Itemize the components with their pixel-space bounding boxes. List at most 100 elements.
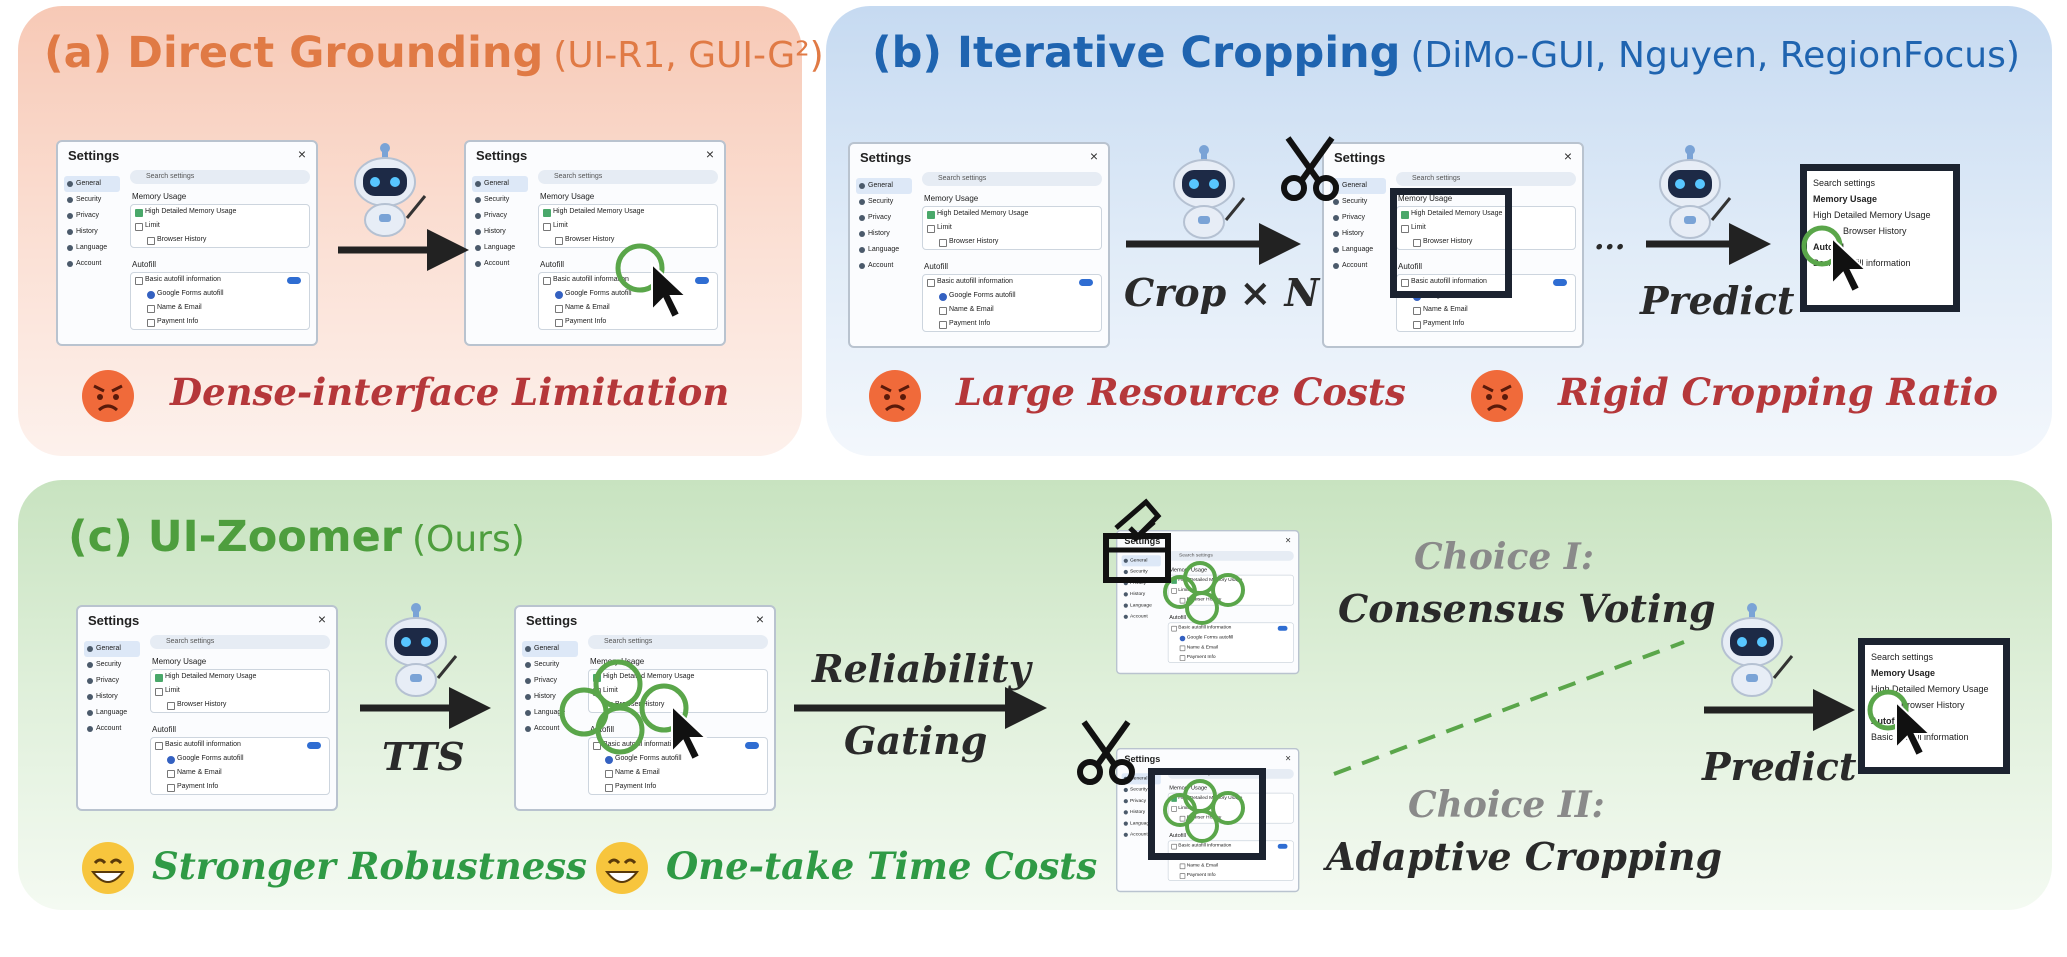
- browser-history-option: Browser History: [151, 698, 329, 712]
- memory-box: High Detailed Memory Usage Limit Browser…: [1396, 206, 1576, 250]
- close-icon: ×: [1285, 752, 1291, 764]
- choice-divider: [1333, 640, 1685, 776]
- sidebar-item-account: Account: [1122, 611, 1161, 622]
- zoom-c-basic: Basic autofill information: [1871, 732, 1969, 742]
- sidebar-item-security: Security: [1122, 566, 1161, 577]
- sidebar-item-history: History: [856, 226, 912, 242]
- sidebar-item-security: Security: [856, 194, 912, 210]
- search-input-mock: Search settings: [130, 170, 310, 184]
- browser-history-option: Browser History: [1169, 595, 1294, 605]
- toggle-icon: [1277, 843, 1288, 849]
- sidebar-item-privacy: Privacy: [64, 208, 120, 224]
- sidebar-item-general: General: [856, 178, 912, 194]
- search-input-mock: Search settings: [150, 635, 330, 649]
- robot-icon: [1658, 143, 1732, 240]
- google-autofill-option: Google Forms autofill: [589, 752, 767, 766]
- settings-sidebar: General Security Privacy History Languag…: [472, 176, 528, 272]
- robot-icon: [1720, 601, 1794, 698]
- sidebar-item-account: Account: [522, 721, 578, 737]
- zoom-c-memory-section: Memory Usage: [1871, 668, 1936, 678]
- google-autofill-option: Google Forms autofill: [1169, 633, 1294, 643]
- sidebar-item-language: Language: [1330, 242, 1386, 258]
- limit-option: Limit: [539, 219, 717, 233]
- benefit-robustness: Stronger Robustness: [152, 844, 587, 888]
- sidebar-item-language: Language: [472, 240, 528, 256]
- panel-b-title-text: (b) Iterative Cropping: [872, 28, 1401, 78]
- basic-autofill-option: Basic autofill information: [1169, 623, 1294, 633]
- panel-b-subtitle: (DiMo-GUI, Nguyen, RegionFocus): [1410, 35, 2020, 76]
- browser-history-option: Browser History: [1169, 813, 1294, 823]
- toggle-icon: [307, 742, 321, 749]
- sidebar-item-general: General: [1121, 555, 1161, 567]
- limitation-ratio: Rigid Cropping Ratio: [1558, 370, 1998, 414]
- choice1-name: Consensus Voting: [1338, 586, 1716, 631]
- zoom-c-autofill: Autofill: [1871, 716, 1902, 726]
- payment-option: Payment Info: [151, 780, 329, 794]
- close-icon: ×: [1089, 148, 1098, 164]
- settings-sidebar: General Security Privacy History Languag…: [856, 178, 912, 274]
- name-email-option: Name & Email: [923, 303, 1101, 317]
- basic-autofill-option: Basic autofill information: [1169, 841, 1294, 851]
- settings-window-mock: Settings × General Security Privacy Hist…: [56, 140, 318, 346]
- sidebar-item-security: Security: [64, 192, 120, 208]
- basic-autofill-option: Basic autofill information: [151, 738, 329, 752]
- scissors-icon: [1284, 138, 1336, 198]
- ellipsis-label: ...: [1594, 222, 1626, 257]
- sidebar-item-general: General: [522, 641, 578, 657]
- zoom-b-basic: Basic autofill information: [1813, 258, 1911, 268]
- autofill-section-label: Autofill: [1398, 262, 1423, 271]
- basic-autofill-option: Basic autofill information: [589, 738, 767, 752]
- search-input-mock: Search settings: [588, 635, 768, 649]
- sidebar-item-language: Language: [1122, 600, 1161, 611]
- sidebar-item-privacy: Privacy: [856, 210, 912, 226]
- zoom-b-search: Search settings: [1813, 178, 1876, 188]
- candidate-circles: [559, 659, 689, 755]
- sidebar-item-account: Account: [84, 721, 140, 737]
- autofill-box: Basic autofill information Google Forms …: [538, 272, 718, 330]
- sidebar-item-security: Security: [472, 192, 528, 208]
- zoom-c-search: Search settings: [1871, 652, 1934, 662]
- settings-title: Settings: [88, 613, 140, 628]
- panel-c-title-text: (c) UI-Zoomer: [68, 512, 402, 562]
- toggle-icon: [1277, 625, 1288, 631]
- sidebar-item-privacy: Privacy: [1122, 796, 1161, 807]
- sidebar-item-security: Security: [522, 657, 578, 673]
- gating-label-2: Gating: [844, 718, 988, 763]
- payment-option: Payment Info: [1397, 317, 1575, 331]
- memory-section-label: Memory Usage: [924, 194, 979, 203]
- autofill-box: Basic autofill information Google Forms …: [150, 737, 330, 795]
- settings-window-mock: Settings × General Security Privacy Hist…: [76, 605, 338, 811]
- memory-option: High Detailed Memory Usage: [923, 207, 1101, 221]
- sidebar-item-history: History: [1122, 589, 1161, 600]
- limitation-resource: Large Resource Costs: [956, 370, 1406, 414]
- sidebar-item-account: Account: [64, 256, 120, 272]
- browser-history-option: Browser History: [131, 233, 309, 247]
- name-email-option: Name & Email: [131, 301, 309, 315]
- settings-window-mock: Settings × General Security Privacy Hist…: [1116, 748, 1300, 893]
- memory-section-label: Memory Usage: [132, 192, 187, 201]
- toggle-icon: [1553, 279, 1567, 286]
- scissors-icon: [1080, 722, 1132, 782]
- crop-label: Crop × N: [1124, 270, 1320, 315]
- cursor-icon: [1831, 237, 1867, 293]
- zoom-b-memory-section: Memory Usage: [1813, 194, 1878, 204]
- sidebar-item-account: Account: [1330, 258, 1386, 274]
- sidebar-item-language: Language: [1122, 818, 1161, 829]
- panel-b-title: (b) Iterative Cropping(DiMo-GUI, Nguyen,…: [872, 28, 2020, 78]
- google-autofill-option: Google Forms autofill: [131, 287, 309, 301]
- settings-title: Settings: [68, 148, 120, 163]
- google-autofill-option: Google Forms autofill: [539, 287, 717, 301]
- memory-box: High Detailed Memory Usage Limit Browser…: [922, 206, 1102, 250]
- angry-face-icon: [1469, 368, 1525, 424]
- settings-title: Settings: [1124, 535, 1161, 547]
- memory-box: High Detailed Memory Usage Limit Browser…: [130, 204, 310, 248]
- autofill-section-label: Autofill: [1169, 614, 1187, 621]
- autofill-box: Basic autofill information Google Forms …: [922, 274, 1102, 332]
- zoom-c-memory-option: High Detailed Memory Usage: [1871, 684, 1989, 694]
- close-icon: ×: [755, 611, 764, 627]
- sidebar-item-general: General: [84, 641, 140, 657]
- cursor-icon: [651, 263, 687, 319]
- basic-autofill-option: Basic autofill information: [1397, 275, 1575, 289]
- panel-a-title: (a) Direct Grounding(UI-R1, GUI-G²): [44, 28, 824, 78]
